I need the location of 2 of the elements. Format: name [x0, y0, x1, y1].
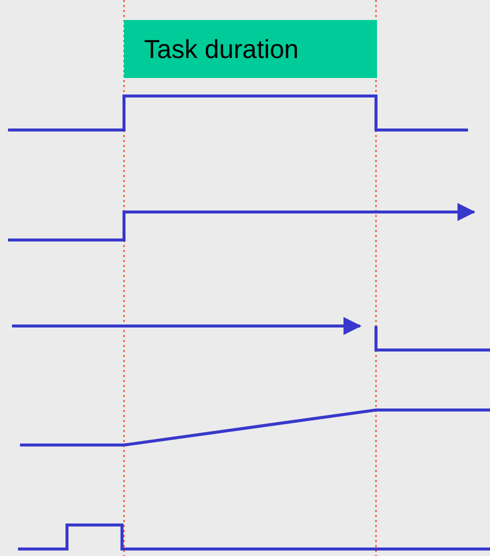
duration-label: Task duration [143, 34, 299, 64]
duration-bar [124, 20, 377, 78]
